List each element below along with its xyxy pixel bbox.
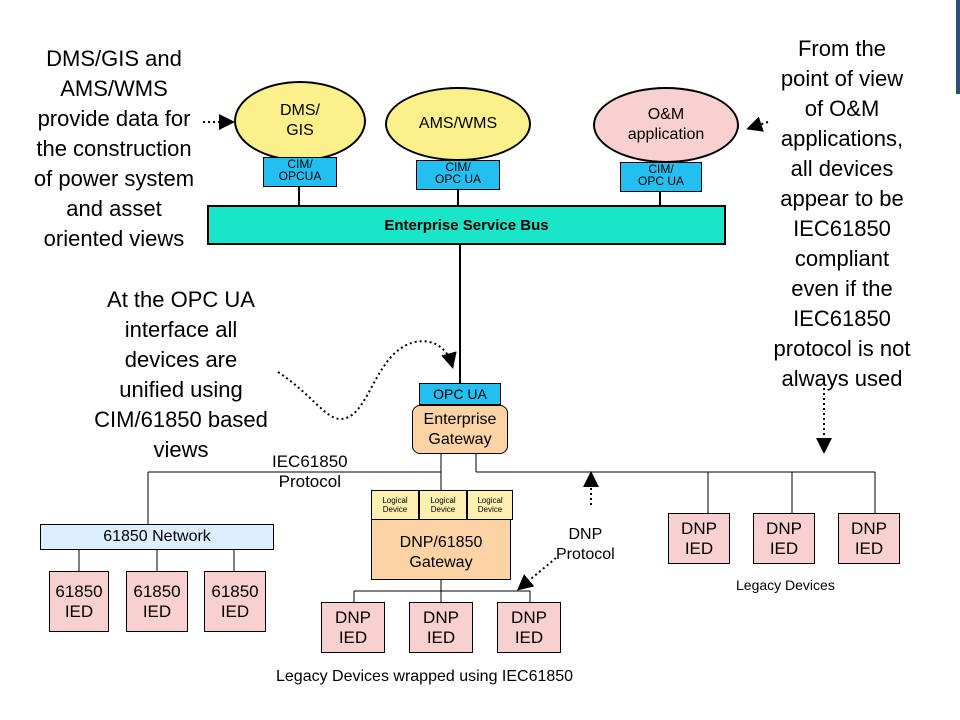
note-line: AMS/WMS [60,76,168,101]
note-line: protocol is not [773,336,911,361]
enterprise-service-bus: Enterprise Service Bus [207,205,726,245]
note-line: appear to be [780,186,904,211]
opc-ua-interface: OPC UA [419,383,501,405]
note-line: interface all [124,317,238,342]
logical-device: Logical Device [419,490,467,520]
note-line: IEC61850 [793,216,891,241]
note-line: all devices [790,156,894,181]
61850-ied: 61850 IED [126,571,188,632]
note-line: of power system [33,166,195,191]
note-line: CIM/61850 based [94,407,268,432]
61850-ied: 61850 IED [204,571,266,632]
61850-ied: 61850 IED [49,571,109,632]
legacy-dnp-ied: DNP IED [753,513,815,564]
note-line: of O&M [804,96,880,121]
note-line: point of view [780,66,904,91]
om-note: From the point of view of O&M applicatio… [752,34,932,394]
note-line: views [153,437,209,462]
note-line: DMS/GIS and [46,46,182,71]
note-line: unified using [119,377,243,402]
61850-network-bar: 61850 Network [40,524,274,550]
note-line: oriented views [43,226,185,251]
ams-wms-node: AMS/WMS [385,87,531,161]
note-line: At the OPC UA [107,287,255,312]
cim-opcua-adapter: CIM/ OPCUA [263,157,337,187]
legacy-devices-caption: Legacy Devices [736,577,835,593]
note-line: provide data for [37,106,191,131]
logical-device: Logical Device [467,490,513,520]
wrapped-dnp-ied: DNP IED [409,602,473,653]
note-line: From the [797,36,887,61]
note-line: compliant [794,246,890,271]
note-line: always used [781,366,903,391]
wrapped-devices-caption: Legacy Devices wrapped using IEC61850 [276,668,574,685]
dms-gis-node: DMS/ GIS [234,81,366,161]
cim-opcua-adapter: CIM/ OPC UA [416,160,500,190]
dms-gis-note: DMS/GIS and AMS/WMS provide data for the… [14,44,214,254]
legacy-dnp-ied: DNP IED [668,513,730,564]
dnp-protocol-label: DNP Protocol [556,526,615,563]
note-line: devices are [124,347,238,372]
edge-accent-bar [956,0,960,94]
iec61850-protocol-label: IEC61850 Protocol [272,452,348,491]
logical-device: Logical Device [371,490,419,520]
wrapped-dnp-ied: DNP IED [497,602,561,653]
note-line: IEC61850 [793,306,891,331]
opc-ua-note: At the OPC UA interface all devices are … [66,285,296,465]
om-application-node: O&M application [593,87,739,163]
legacy-dnp-ied: DNP IED [838,513,900,564]
wrapped-dnp-ied: DNP IED [321,602,385,653]
note-line: the construction [36,136,192,161]
enterprise-gateway: Enterprise Gateway [412,405,508,454]
note-line: applications, [780,126,904,151]
cim-opcua-adapter: CIM/ OPC UA [620,162,702,192]
note-line: even if the [791,276,893,301]
note-line: and asset [66,196,162,221]
